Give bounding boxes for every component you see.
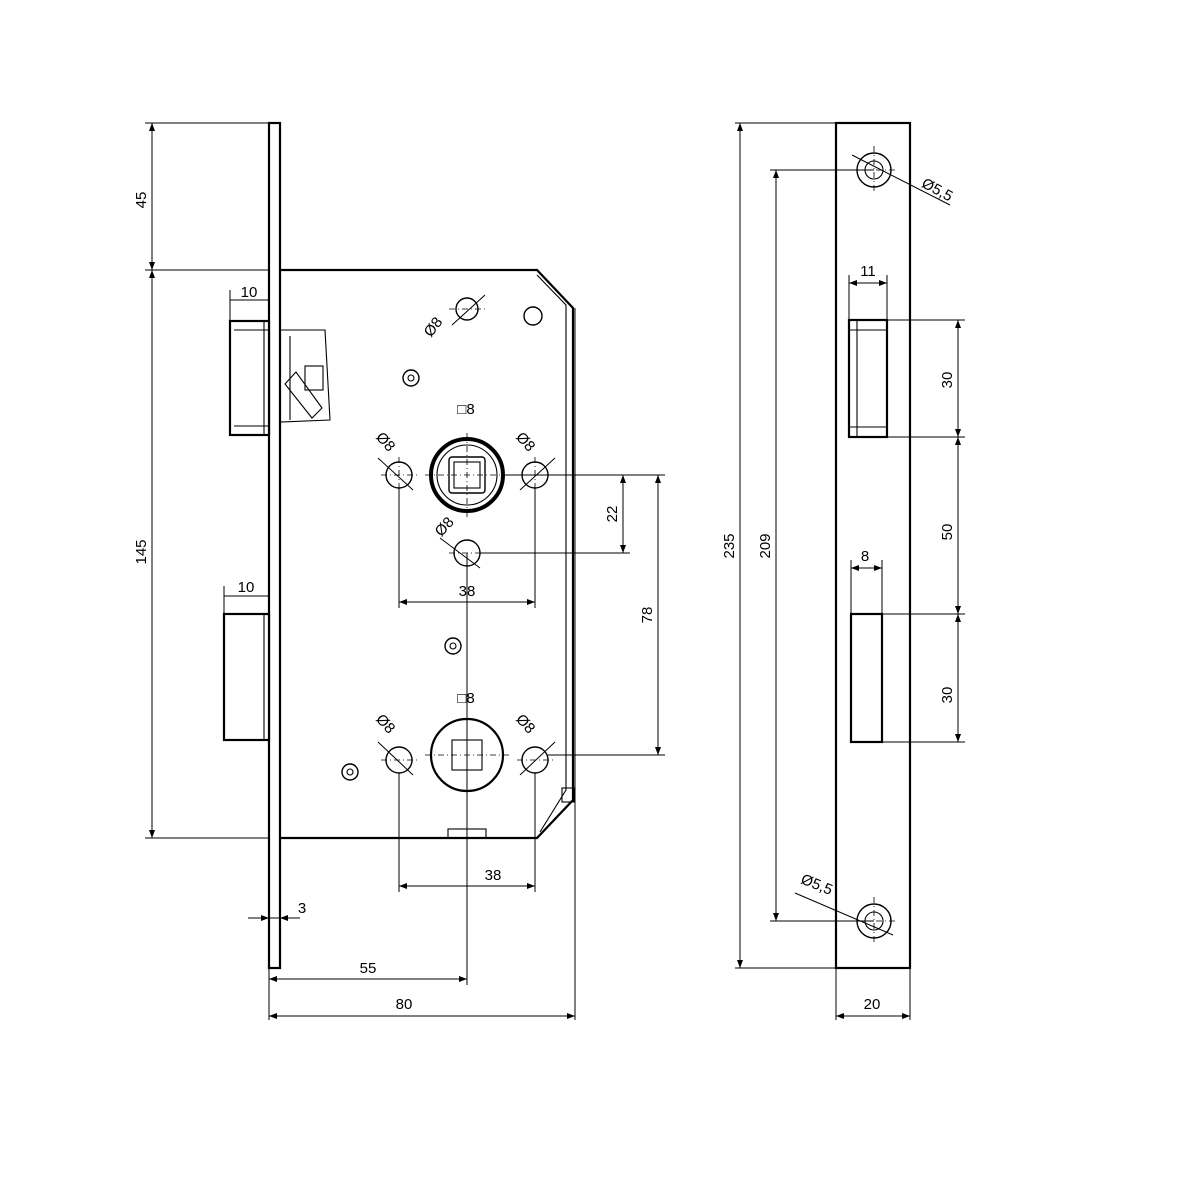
dim-label-latch-10: 10 <box>241 284 258 301</box>
labels-front: 45 145 10 10 3 55 80 38 38 22 78 Ø8 Ø8 Ø… <box>133 192 656 1013</box>
latch <box>228 319 331 437</box>
callout-lower-right-hole: Ø8 <box>512 711 538 737</box>
screw-boss-middle-core <box>449 642 457 650</box>
callout-mount-hole-top: Ø8 <box>421 314 447 340</box>
screw-boss-middle <box>444 637 462 655</box>
callout-upper-lower-hole: Ø8 <box>432 514 458 540</box>
latch-follower-slot <box>304 365 324 391</box>
dim-label-latch-30: 30 <box>939 372 956 389</box>
deadbolt-bolt <box>222 612 271 742</box>
dim-label-55: 55 <box>360 960 377 977</box>
callout-upper-square: □8 <box>457 401 474 418</box>
dim-label-8: 8 <box>861 548 869 565</box>
deadbolt-opening <box>849 612 884 744</box>
dim-label-209: 209 <box>757 533 774 558</box>
front-view: 45 145 10 10 3 55 80 38 38 22 78 Ø8 Ø8 Ø… <box>133 121 665 1020</box>
dim-label-80: 80 <box>396 996 413 1013</box>
latch-bolt <box>228 319 271 437</box>
dim-label-145: 145 <box>133 539 150 564</box>
callout-lower-square: □8 <box>457 690 474 707</box>
dim-label-bolt-10: 10 <box>238 579 255 596</box>
dimensions-side <box>735 122 965 1020</box>
latch-opening <box>847 318 889 439</box>
latch-lever <box>284 371 323 419</box>
screw-boss-upper-core <box>407 374 415 382</box>
faceplate-side <box>834 121 912 970</box>
dim-label-3: 3 <box>298 900 306 917</box>
dim-label-20: 20 <box>864 996 881 1013</box>
screw-boss-lower <box>341 763 359 781</box>
arrowheads-front <box>149 123 661 1019</box>
dimensions-front <box>145 122 665 1020</box>
latch-mechanism <box>279 329 331 423</box>
follower-hub-inner-upper <box>436 444 498 506</box>
rivet-hole-top-right <box>523 306 543 326</box>
callout-upper-left-hole: Ø8 <box>372 429 398 455</box>
dim-label-235: 235 <box>721 533 738 558</box>
dim-label-22: 22 <box>604 506 621 523</box>
dim-label-bolt-30: 30 <box>939 687 956 704</box>
body-bevel-edge <box>536 274 567 833</box>
dim-label-38-lower: 38 <box>485 867 502 884</box>
callout-screw-top: Ø5,5 <box>919 175 956 205</box>
body-corner-tab <box>561 787 575 803</box>
deadbolt <box>222 612 271 742</box>
screw-boss-upper <box>402 369 420 387</box>
lock-body <box>280 268 575 840</box>
dim-label-11: 11 <box>860 263 876 280</box>
side-view: 235 209 20 11 8 30 50 30 Ø5,5 Ø5,5 <box>721 121 965 1020</box>
faceplate <box>267 121 282 970</box>
callout-screw-bottom: Ø5,5 <box>798 871 835 899</box>
callout-lower-left-hole: Ø8 <box>372 711 398 737</box>
screw-boss-lower-core <box>346 768 354 776</box>
dim-label-78: 78 <box>639 607 656 624</box>
dim-label-50: 50 <box>939 524 956 541</box>
arrowheads-side <box>737 123 961 1019</box>
dim-label-45: 45 <box>133 192 150 209</box>
callout-upper-right-hole: Ø8 <box>512 429 538 455</box>
dim-label-38-upper: 38 <box>459 583 476 600</box>
